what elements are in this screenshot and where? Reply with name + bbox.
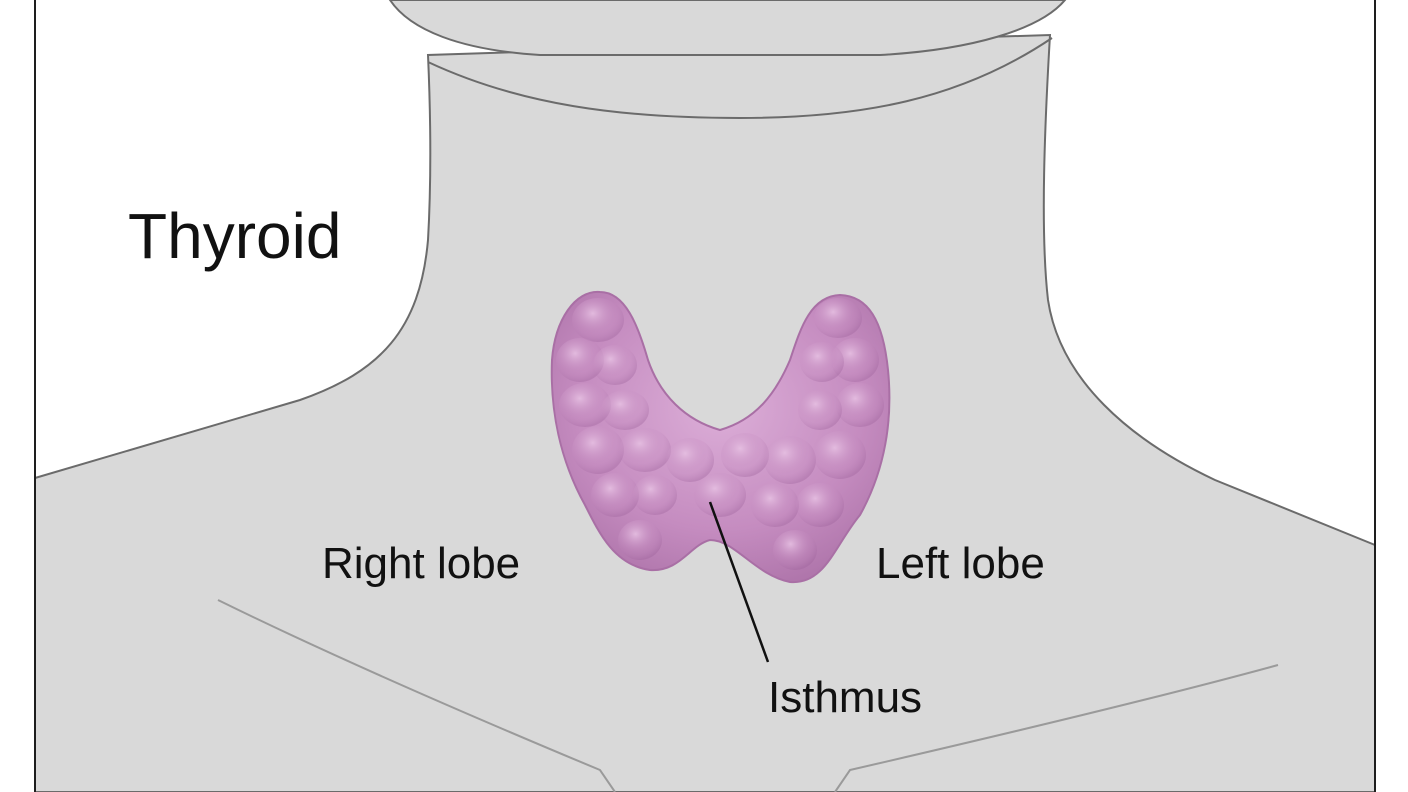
right-collarbone-line (834, 664, 1279, 792)
left-collarbone-line (217, 599, 616, 792)
thyroid-gland (550, 290, 891, 584)
isthmus-pointer-line (708, 501, 770, 663)
diagram-title: Thyroid (128, 200, 341, 272)
isthmus-label: Isthmus (768, 673, 922, 722)
head-chin (388, 0, 1067, 56)
thyroid-texture (556, 298, 884, 570)
right-lobe-label: Right lobe (322, 539, 520, 588)
body-silhouette (34, 33, 1376, 792)
left-lobe-label: Left lobe (876, 539, 1045, 588)
jawline (427, 37, 1053, 120)
